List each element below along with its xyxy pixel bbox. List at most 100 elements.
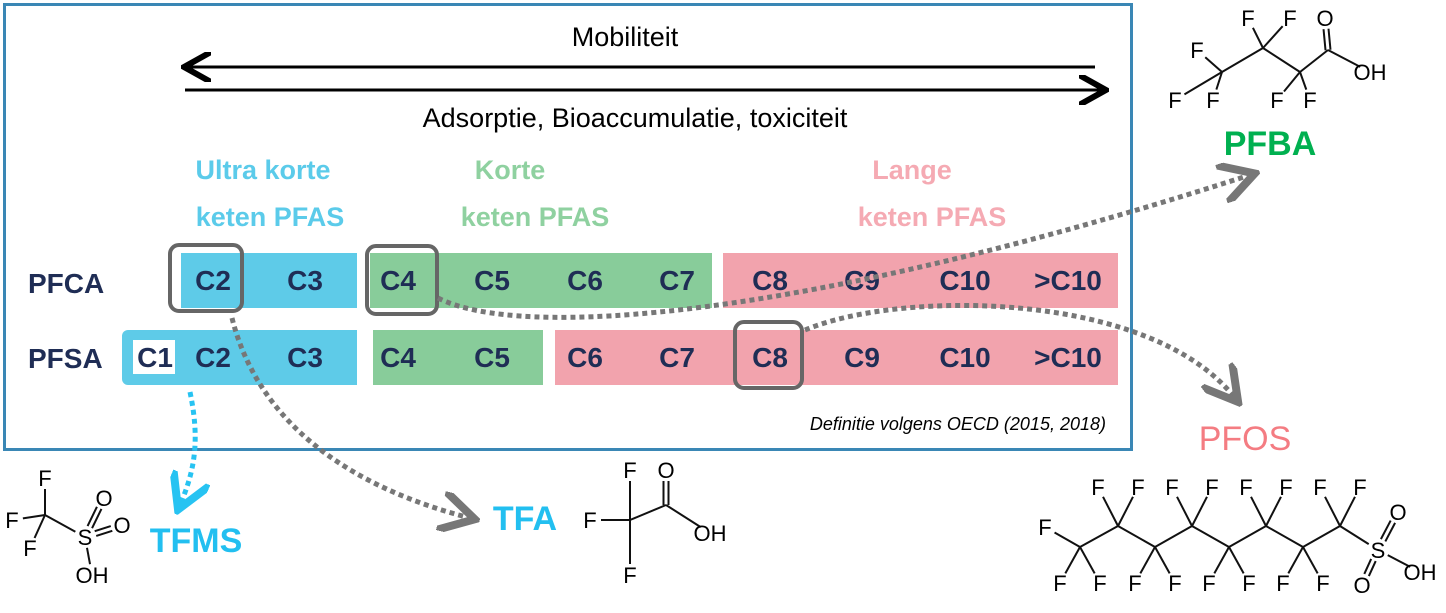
pfos-bond xyxy=(1302,525,1341,548)
tfa-bond xyxy=(665,504,702,528)
pfos-bond xyxy=(1339,496,1356,527)
pfba-bond xyxy=(1215,71,1223,90)
pfba-bond xyxy=(1327,28,1332,50)
pfos-atom-label: O xyxy=(1389,500,1406,525)
category-short-line2: keten PFAS xyxy=(460,202,610,232)
category-long-line1: Lange xyxy=(872,155,952,185)
pfca-cell: C7 xyxy=(659,265,695,296)
tfms-bond xyxy=(22,514,46,520)
row-label-pfca: PFCA xyxy=(28,268,105,299)
pfos-bond xyxy=(1384,522,1396,542)
row-label-pfsa: PFSA xyxy=(28,343,103,374)
pfca-cell: C3 xyxy=(287,265,323,296)
pfsa-short-bar xyxy=(373,330,543,385)
tfms-atom-label: OH xyxy=(76,563,109,588)
pfos-bond xyxy=(1228,525,1267,548)
pfos-bond xyxy=(1079,546,1096,574)
pfsa-cell: C5 xyxy=(474,342,510,373)
pfos-atom-label: F xyxy=(1353,475,1366,500)
category-ultra-short-line2: keten PFAS xyxy=(195,202,345,232)
compound-name-pfos: PFOS xyxy=(1198,420,1292,458)
tfms-atom-label: O xyxy=(113,513,130,538)
mobility-label: Mobiliteit xyxy=(571,22,679,52)
pfba-atom-label: F xyxy=(1190,38,1203,63)
pfos-atom-label: F xyxy=(1313,475,1326,500)
pfsa-cell: C7 xyxy=(659,342,695,373)
pfba-atom-label: F xyxy=(1270,88,1283,113)
pfos-bond xyxy=(1154,546,1171,574)
pfos-bond xyxy=(1367,560,1377,577)
pfca-cell: C2 xyxy=(195,265,231,296)
pfos-bond xyxy=(1265,496,1282,527)
pfos-bond xyxy=(1324,496,1341,527)
pfca-cell: C4 xyxy=(380,265,416,296)
pfos-bond xyxy=(1117,525,1156,548)
pfsa-cell: C4 xyxy=(380,342,416,373)
pfos-bond xyxy=(1079,525,1119,548)
tfms-atom-label: F xyxy=(38,466,51,491)
pfos-atom-label: F xyxy=(1316,571,1329,596)
diagram-frame xyxy=(3,3,1133,451)
pfos-bond xyxy=(1250,496,1267,527)
pfsa-cell: C10 xyxy=(939,342,991,373)
pfba-bond xyxy=(1327,49,1361,68)
pfba-atom-label: F xyxy=(1283,6,1296,31)
tfms-bond xyxy=(94,525,112,533)
pfos-atom-label: F xyxy=(1242,571,1255,596)
pfsa-cell: C1 xyxy=(137,342,173,373)
pfba-bond xyxy=(1183,71,1223,96)
pfos-bond xyxy=(1287,546,1304,574)
pfos-bond xyxy=(1363,558,1373,575)
pfos-atom-label: F xyxy=(1093,571,1106,596)
pfba-bond xyxy=(1262,25,1284,49)
pfsa-cell: C6 xyxy=(567,342,603,373)
pfos-atom-label: F xyxy=(1165,475,1178,500)
pfca-cell: C6 xyxy=(567,265,603,296)
pfba-bond xyxy=(1299,49,1329,73)
pfos-bond xyxy=(1387,554,1411,568)
pfos-bond xyxy=(1064,546,1081,574)
pfsa-cell: C9 xyxy=(844,342,880,373)
tfa-atom-label: F xyxy=(583,508,596,533)
highlight-pfca-c2 xyxy=(168,243,244,313)
pfos-atom-label: F xyxy=(1276,571,1289,596)
pfba-bond xyxy=(1322,29,1327,51)
tfa-atom-label: O xyxy=(657,458,674,483)
category-long-line2: keten PFAS xyxy=(857,202,1007,232)
pfos-bond xyxy=(1176,496,1193,527)
pfos-bond xyxy=(1228,546,1245,574)
pfsa-ultra-short-bar xyxy=(181,330,357,385)
pfba-atom-label: F xyxy=(1168,88,1181,113)
footnote: Definitie volgens OECD (2015, 2018) xyxy=(809,414,1106,434)
connector-c2-to-tfa xyxy=(229,317,470,518)
pfos-atom-label: F xyxy=(1128,571,1141,596)
pfba-bond xyxy=(1252,27,1264,49)
pfos-bond xyxy=(1191,496,1208,527)
pfos-bond xyxy=(1191,525,1230,548)
category-ultra-short-line1: Ultra korte xyxy=(195,155,331,185)
pfca-long-bar xyxy=(723,253,1118,308)
pfos-atom-label: F xyxy=(1239,475,1252,500)
pfca-cell: C5 xyxy=(474,265,510,296)
tfa-atom-label: F xyxy=(623,563,636,588)
pfos-bond xyxy=(1213,546,1230,574)
pfba-atom-label: F xyxy=(1241,6,1254,31)
pfos-atom-label: F xyxy=(1053,571,1066,596)
pfos-atom-label: O xyxy=(1353,573,1370,598)
pfba-bond xyxy=(1283,71,1301,93)
tfms-atom-label: F xyxy=(5,508,18,533)
pfos-atom-label: S xyxy=(1371,538,1386,563)
pfos-atom-label: OH xyxy=(1404,560,1437,585)
pfsa-cell: C2 xyxy=(195,342,231,373)
pfos-bond xyxy=(1302,546,1319,574)
pfba-bond xyxy=(1299,71,1308,90)
connector-c1-to-tfms xyxy=(180,391,195,505)
pfos-bond xyxy=(1117,496,1134,527)
compound-name-tfms: TFMS xyxy=(149,522,243,560)
pfos-atom-label: F xyxy=(1205,475,1218,500)
pfca-cell: C8 xyxy=(752,265,788,296)
pfos-atom-label: F xyxy=(1279,475,1292,500)
pfos-atom-label: F xyxy=(1131,475,1144,500)
connector-c8-to-pfos xyxy=(804,302,1235,398)
